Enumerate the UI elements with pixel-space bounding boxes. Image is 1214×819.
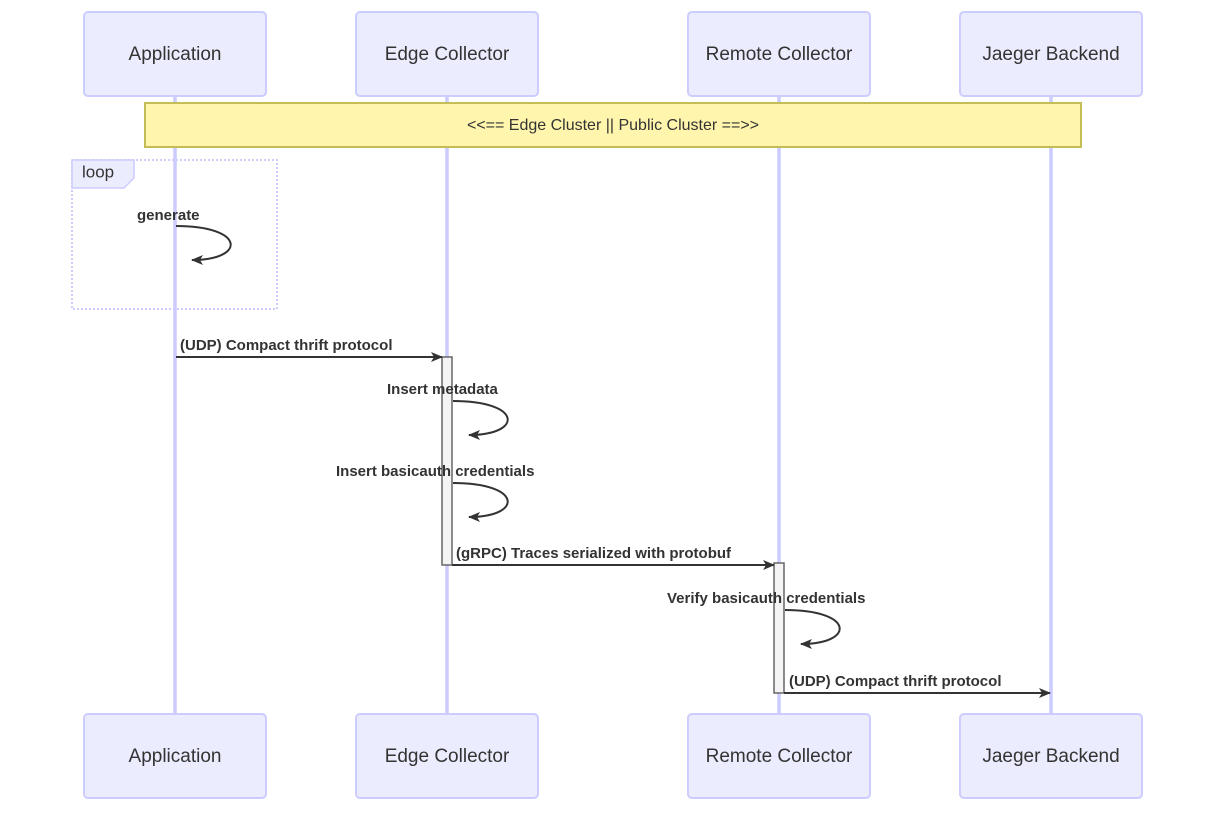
msg-udp-compact-thrift-1: (UDP) Compact thrift protocol — [176, 337, 443, 362]
msg-udp-compact-thrift-2-label: (UDP) Compact thrift protocol — [789, 673, 1001, 690]
participant-label: Remote Collector — [706, 44, 853, 65]
participant-box[interactable] — [687, 713, 871, 799]
msg-verify-basicauth-credentials-self-loop — [784, 609, 841, 649]
msg-udp-compact-thrift-2: (UDP) Compact thrift protocol — [784, 673, 1051, 698]
participant-application-bottom[interactable]: Application — [83, 713, 267, 799]
activation-remote-collector — [773, 562, 785, 694]
msg-insert-basicauth-credentials: Insert basicauth credentials — [336, 463, 534, 522]
msg-insert-metadata: Insert metadata — [387, 381, 509, 440]
loop-fragment-tag-label: loop — [82, 162, 114, 181]
cluster-boundary-note — [144, 102, 1082, 148]
participant-box[interactable] — [355, 713, 539, 799]
participant-jaeger-backend-bottom[interactable]: Jaeger Backend — [959, 713, 1143, 799]
msg-insert-basicauth-credentials-self-loop — [452, 482, 509, 522]
msg-udp-compact-thrift-1-label: (UDP) Compact thrift protocol — [180, 337, 392, 354]
msg-grpc-traces-protobuf: (gRPC) Traces serialized with protobuf — [452, 545, 775, 570]
participant-application-top[interactable]: Application — [83, 11, 267, 97]
participant-label: Application — [129, 746, 222, 767]
note-layer: <<== Edge Cluster || Public Cluster ==>> — [144, 102, 1082, 148]
lifelines-layer — [173, 96, 1053, 714]
participant-box[interactable] — [687, 11, 871, 97]
msg-verify-basicauth-credentials-label: Verify basicauth credentials — [667, 590, 865, 607]
cluster-boundary-note-label: <<== Edge Cluster || Public Cluster ==>> — [467, 117, 759, 134]
msg-generate-label: generate — [137, 207, 200, 224]
participant-label: Edge Collector — [385, 746, 510, 767]
participant-label: Jaeger Backend — [982, 746, 1119, 767]
msg-verify-basicauth-credentials: Verify basicauth credentials — [667, 590, 865, 649]
participant-remote-collector-top[interactable]: Remote Collector — [687, 11, 871, 97]
fragment-layer: loop — [71, 159, 278, 310]
participant-jaeger-backend-top[interactable]: Jaeger Backend — [959, 11, 1143, 97]
participant-remote-collector-bottom[interactable]: Remote Collector — [687, 713, 871, 799]
participant-label: Jaeger Backend — [982, 44, 1119, 65]
activation-edge-collector — [441, 356, 453, 566]
participant-box[interactable] — [355, 11, 539, 97]
activation-layer — [441, 356, 785, 694]
participant-box[interactable] — [83, 11, 267, 97]
participant-box[interactable] — [959, 713, 1143, 799]
msg-generate: generate — [137, 207, 232, 265]
msg-insert-basicauth-credentials-label: Insert basicauth credentials — [336, 463, 534, 480]
participant-box[interactable] — [959, 11, 1143, 97]
participant-edge-collector-top[interactable]: Edge Collector — [355, 11, 539, 97]
msg-grpc-traces-protobuf-label: (gRPC) Traces serialized with protobuf — [456, 545, 732, 562]
participant-box[interactable] — [83, 713, 267, 799]
msg-generate-self-loop — [175, 225, 232, 265]
participant-label: Remote Collector — [706, 746, 853, 767]
participant-edge-collector-bottom[interactable]: Edge Collector — [355, 713, 539, 799]
participant-label: Edge Collector — [385, 44, 510, 65]
msg-insert-metadata-label: Insert metadata — [387, 381, 499, 398]
loop-fragment-tag — [71, 159, 135, 189]
msg-insert-metadata-self-loop — [452, 400, 509, 440]
messages-layer: generate(UDP) Compact thrift protocolIns… — [137, 207, 1051, 698]
participant-label: Application — [129, 44, 222, 65]
loop-fragment-box — [71, 159, 278, 310]
